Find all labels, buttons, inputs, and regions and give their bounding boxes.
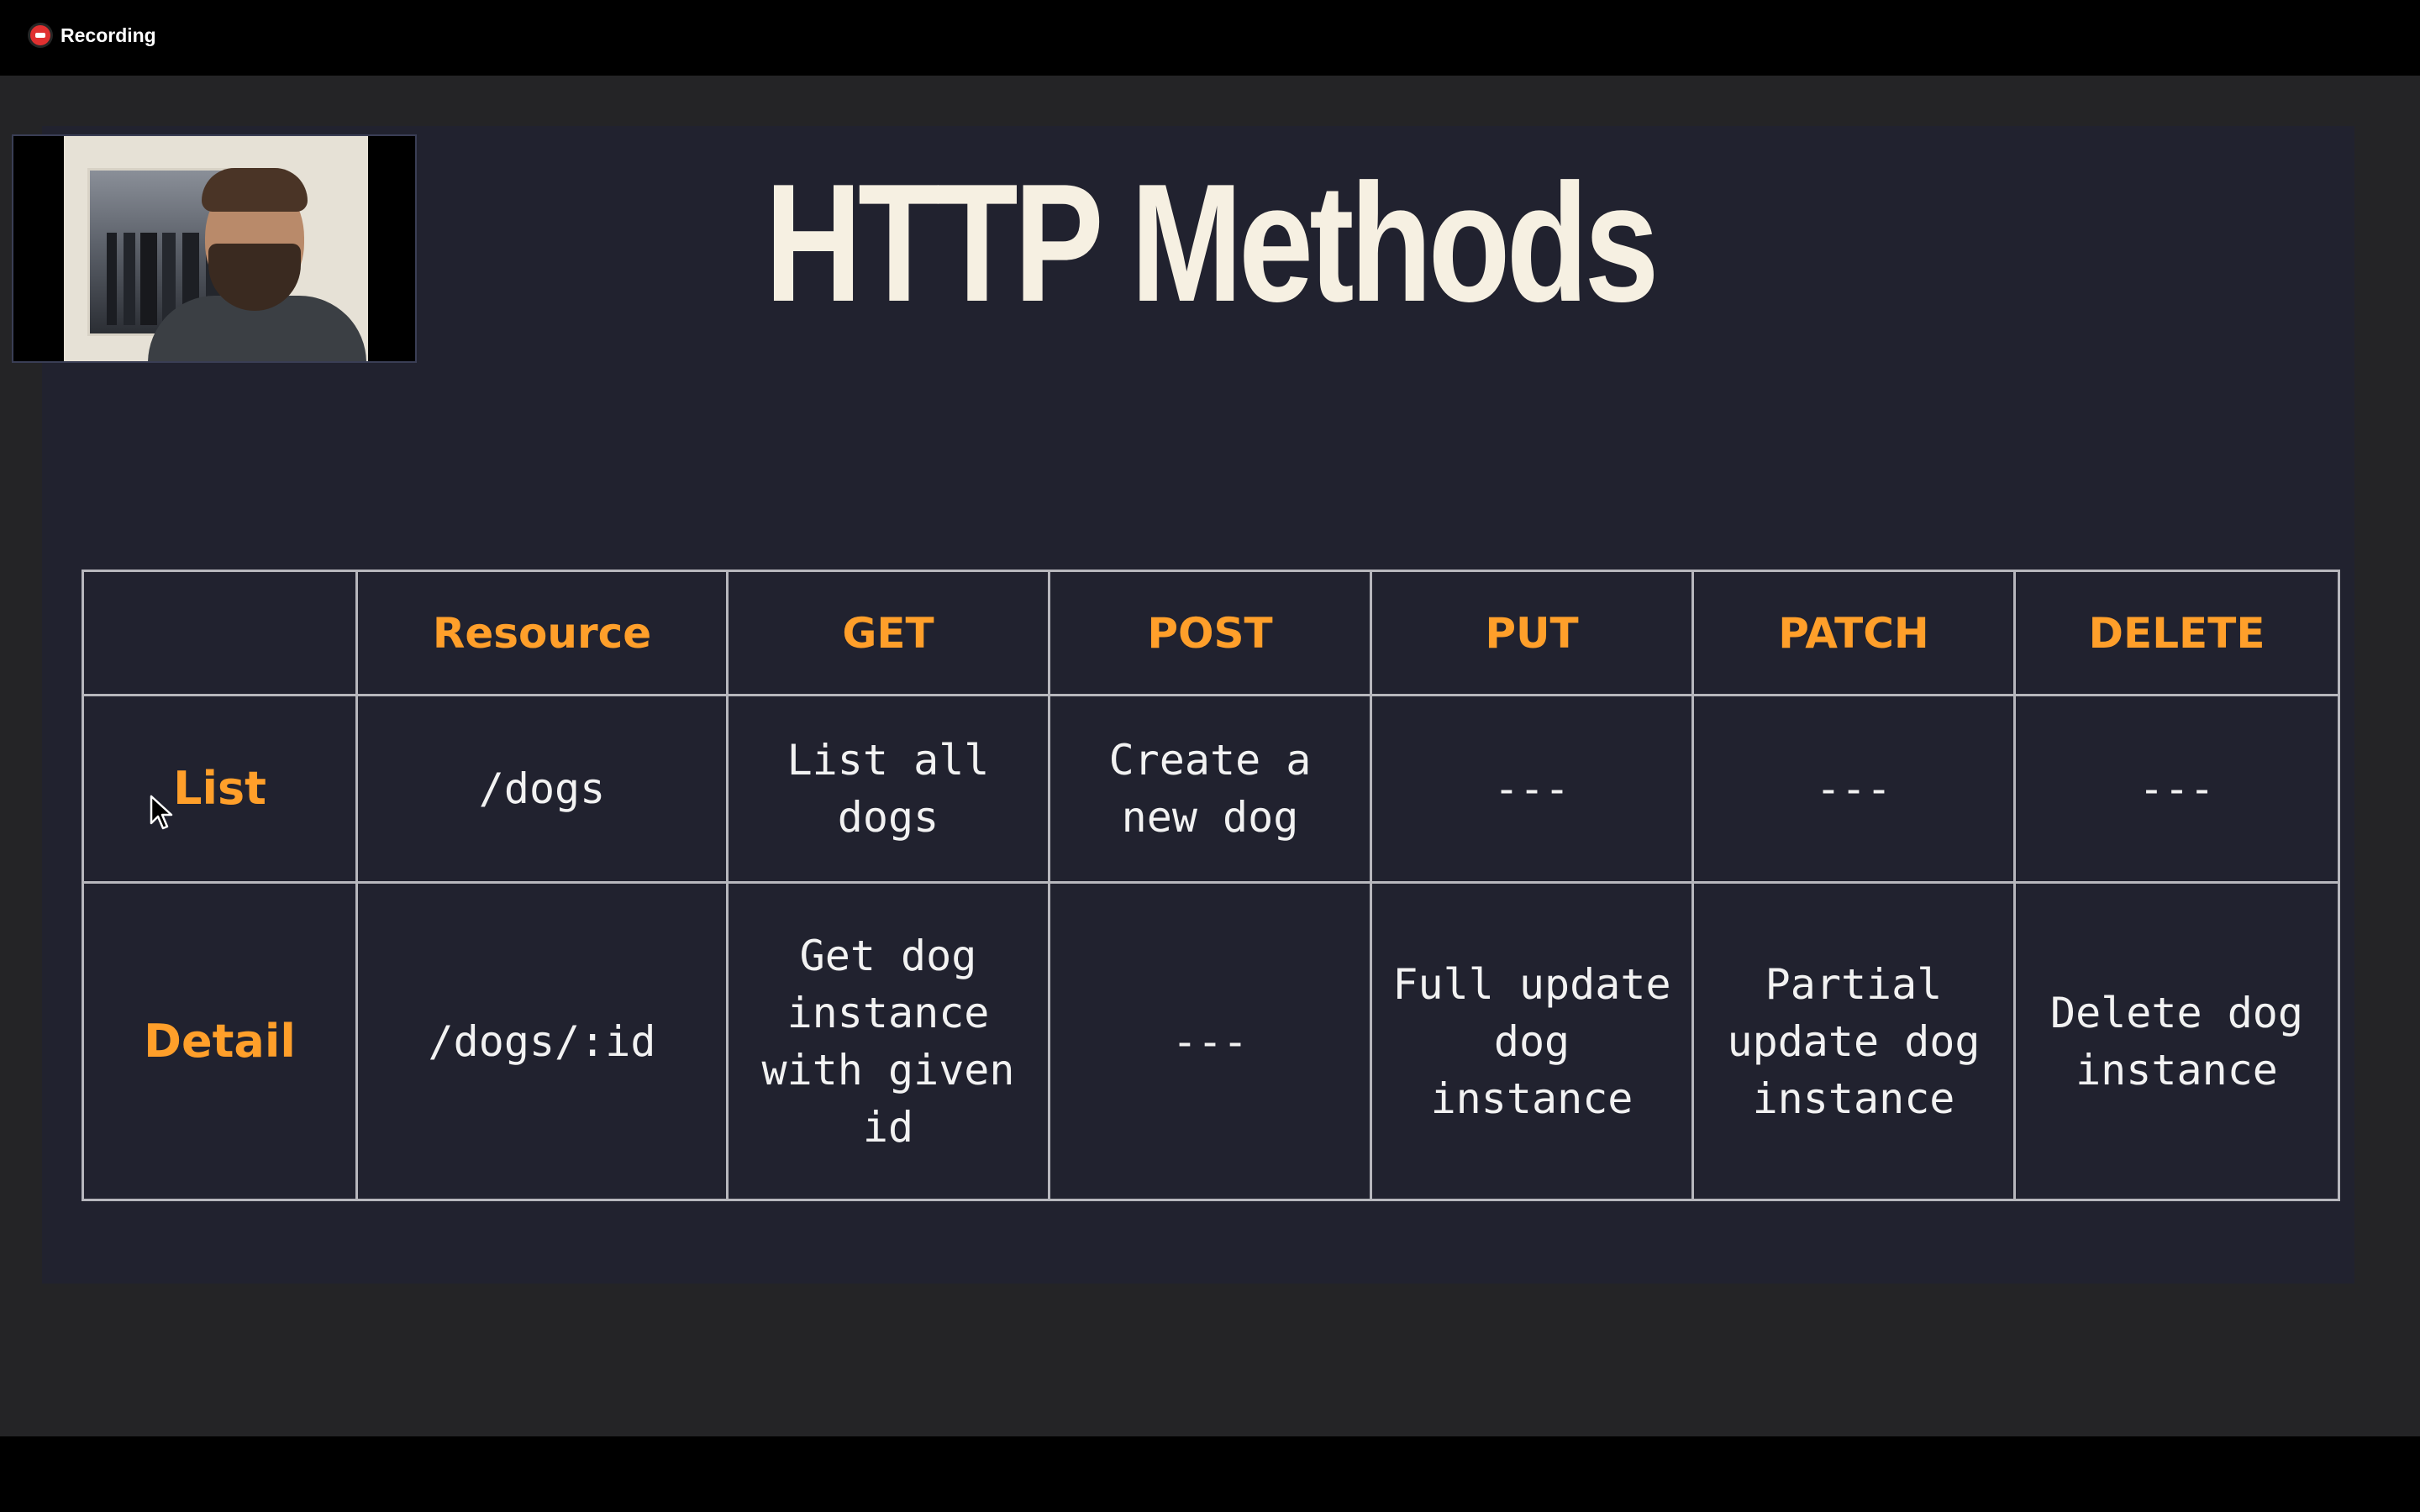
recording-indicator[interactable]: Recording [30,20,156,50]
cell-list-post: Create a new dog [1048,694,1372,884]
header-cell-empty [82,570,358,696]
cell-list-put: --- [1370,694,1694,884]
cell-list-patch: --- [1691,694,2016,884]
header-cell-delete: DELETE [2013,570,2340,696]
recording-icon [30,25,50,45]
table-row-detail: Detail /dogs/:id Get dog instance with g… [82,881,2340,1201]
row-label-detail: Detail [82,881,358,1201]
cell-detail-get: Get dog instance with given id [726,881,1050,1201]
participant-video-tile[interactable] [12,134,417,363]
recording-label: Recording [60,24,156,46]
slide-title: HTTP Methods [765,150,1659,337]
top-bar: Recording [0,0,2420,76]
cell-list-delete: --- [2013,694,2340,884]
table-row-list: List /dogs List all dogs Create a new do… [82,694,2340,884]
cell-detail-delete: Delete dog instance [2013,881,2340,1201]
http-methods-table: Resource GET POST PUT PATCH DELETE List … [82,570,2340,1201]
participant-hair [202,168,308,212]
cell-detail-resource: /dogs/:id [355,881,729,1201]
cell-detail-put: Full update dog instance [1370,881,1694,1201]
cell-detail-post: --- [1048,881,1372,1201]
header-cell-put: PUT [1370,570,1694,696]
header-cell-get: GET [726,570,1050,696]
header-cell-patch: PATCH [1691,570,2016,696]
cell-detail-patch: Partial update dog instance [1691,881,2016,1201]
mouse-pointer-icon [150,795,173,830]
row-label-list: List [82,694,358,884]
header-cell-post: POST [1048,570,1372,696]
bottom-bar [0,1436,2420,1512]
participant-video-feed [64,136,368,361]
cell-list-resource: /dogs [355,694,729,884]
cell-list-get: List all dogs [726,694,1050,884]
table-header-row: Resource GET POST PUT PATCH DELETE [82,570,2340,696]
header-cell-resource: Resource [355,570,729,696]
